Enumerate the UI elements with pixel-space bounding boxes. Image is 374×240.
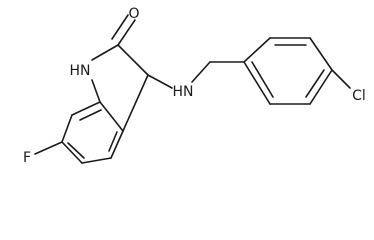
carbonyl-bond-inner <box>111 14 129 40</box>
double-bond-inner <box>251 61 274 98</box>
lactam-ring <box>91 14 149 132</box>
chemical-structure: O HN HN Cl F <box>23 6 366 166</box>
double-bond-inner <box>67 142 85 159</box>
bond <box>61 141 83 164</box>
bond <box>191 61 211 83</box>
ring-nh-label: HN <box>70 63 91 79</box>
fluoro-bond <box>34 141 63 155</box>
bond <box>91 44 119 61</box>
indoline-benzene-ring <box>61 101 124 164</box>
chlorine-label: Cl <box>352 88 366 104</box>
bond <box>81 157 112 164</box>
bond <box>61 114 73 143</box>
bond <box>91 79 101 103</box>
bond <box>147 74 173 89</box>
fluorine-label: F <box>23 150 31 166</box>
bond <box>243 61 271 105</box>
bond <box>243 37 271 63</box>
double-bond-inner <box>108 131 118 152</box>
carbonyl-bond <box>117 19 136 46</box>
bond <box>309 69 333 105</box>
chloro-bond <box>331 69 351 89</box>
oxygen-label: O <box>128 6 139 22</box>
structure-drawing: O HN HN Cl F <box>23 6 366 166</box>
bond <box>309 37 333 71</box>
amine-linker <box>147 61 245 89</box>
bond <box>99 101 124 132</box>
bond <box>117 44 149 76</box>
chlorophenyl-ring <box>243 37 333 105</box>
double-bond-inner <box>305 69 325 98</box>
bond <box>71 101 101 116</box>
amine-nh-label: HN <box>173 84 194 100</box>
bond <box>122 74 149 132</box>
bond <box>110 130 124 159</box>
double-bond-inner <box>79 109 102 121</box>
